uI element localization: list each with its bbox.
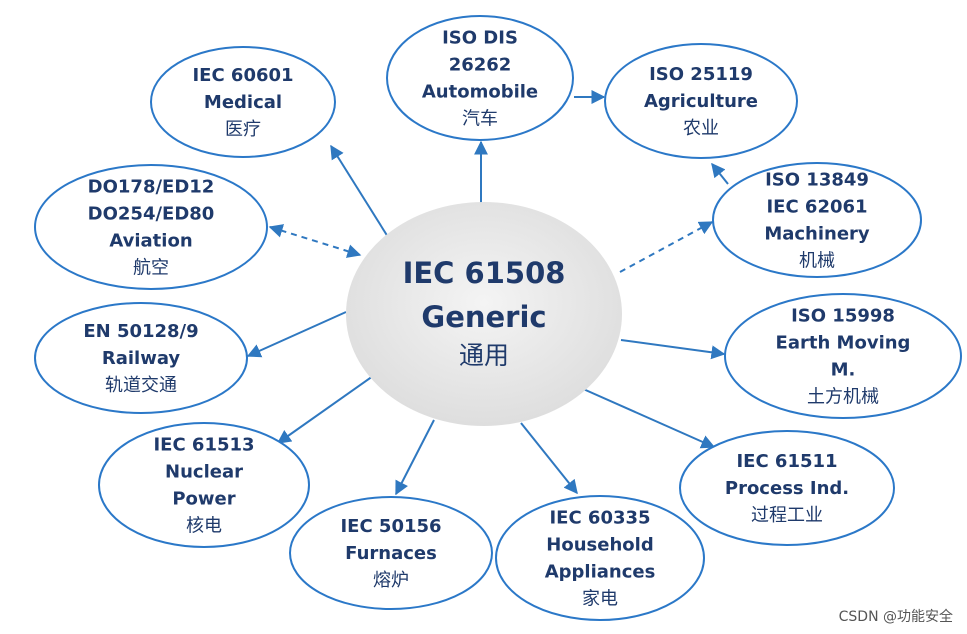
node-label-line: ISO 13849 (765, 170, 869, 191)
node-label-line: 土方机械 (807, 387, 879, 408)
node-label-line: Process Ind. (725, 478, 849, 499)
node-label-line: IEC 60335 (549, 508, 650, 529)
node-label-line: IEC 60601 (192, 65, 293, 86)
node-label-line: Furnaces (345, 543, 437, 564)
connector-mach-agri (711, 162, 729, 185)
node-label-line: Railway (102, 348, 181, 369)
node-ellipse (724, 293, 962, 419)
node-label-line: 机械 (799, 251, 835, 272)
node-ellipse (150, 46, 336, 158)
connector-machinery (619, 221, 714, 273)
node-ellipse (34, 302, 248, 414)
node-label-line: IEC 61511 (736, 451, 837, 472)
node-ellipse (495, 495, 705, 621)
node-label-line: 轨道交通 (105, 375, 177, 396)
node-label-line: Agriculture (644, 91, 758, 112)
node-label-line: Appliances (545, 562, 656, 583)
center-node: IEC 61508 Generic 通用 (346, 202, 622, 426)
connector-nuclear (276, 375, 374, 444)
node-label-line: 熔炉 (373, 570, 409, 591)
connector-process (580, 387, 716, 449)
node-label-line: DO178/ED12 (88, 177, 215, 198)
node-label-line: Earth Moving (776, 333, 911, 354)
node-label-line: DO254/ED80 (88, 204, 215, 225)
node-label-line: 过程工业 (751, 505, 823, 526)
node-label-line: Nuclear (165, 462, 243, 483)
node-label-line: Aviation (109, 231, 192, 252)
node-ellipse (386, 15, 574, 141)
node-ellipse (679, 430, 895, 546)
center-line-3: 通用 (459, 341, 509, 370)
node-label-line: 农业 (683, 118, 719, 139)
node-label-line: Machinery (764, 224, 870, 245)
node-label-line: Medical (204, 92, 282, 113)
node-label-line: IEC 62061 (766, 197, 867, 218)
node-label-line: M. (831, 360, 856, 381)
node-ellipse (289, 496, 493, 610)
node-label-line: IEC 61513 (153, 435, 254, 456)
connector-lines (246, 90, 729, 496)
connector-aviation (268, 224, 362, 258)
node-ellipse (98, 422, 310, 548)
node-ellipse (604, 43, 798, 159)
node-ellipse (34, 164, 268, 290)
node-label-line: Household (546, 535, 653, 556)
connector-railway (246, 311, 347, 358)
connector-household (520, 422, 578, 495)
node-label-line: ISO 15998 (791, 306, 895, 327)
node-label-line: 医疗 (225, 119, 261, 140)
node-label-line: 26262 (449, 55, 512, 76)
connector-earth (620, 339, 726, 360)
node-label-line: ISO 25119 (649, 64, 753, 85)
connector-furnaces (395, 419, 435, 496)
csdn-watermark: CSDN @功能安全 (838, 609, 953, 625)
node-label-line: ISO DIS (442, 28, 518, 49)
center-ellipse (346, 202, 622, 426)
connector-medical (330, 144, 389, 238)
node-label-line: Power (172, 489, 235, 510)
node-label-line: 家电 (582, 589, 618, 610)
node-label-line: IEC 50156 (340, 516, 441, 537)
node-label-line: 核电 (186, 516, 222, 537)
center-line-1: IEC 61508 (403, 256, 566, 290)
node-label-line: EN 50128/9 (83, 321, 198, 342)
node-ellipse (712, 162, 922, 278)
node-label-line: Automobile (422, 82, 538, 103)
center-line-2: Generic (421, 300, 546, 334)
node-label-line: 航空 (133, 258, 169, 279)
node-label-line: 汽车 (462, 109, 498, 130)
